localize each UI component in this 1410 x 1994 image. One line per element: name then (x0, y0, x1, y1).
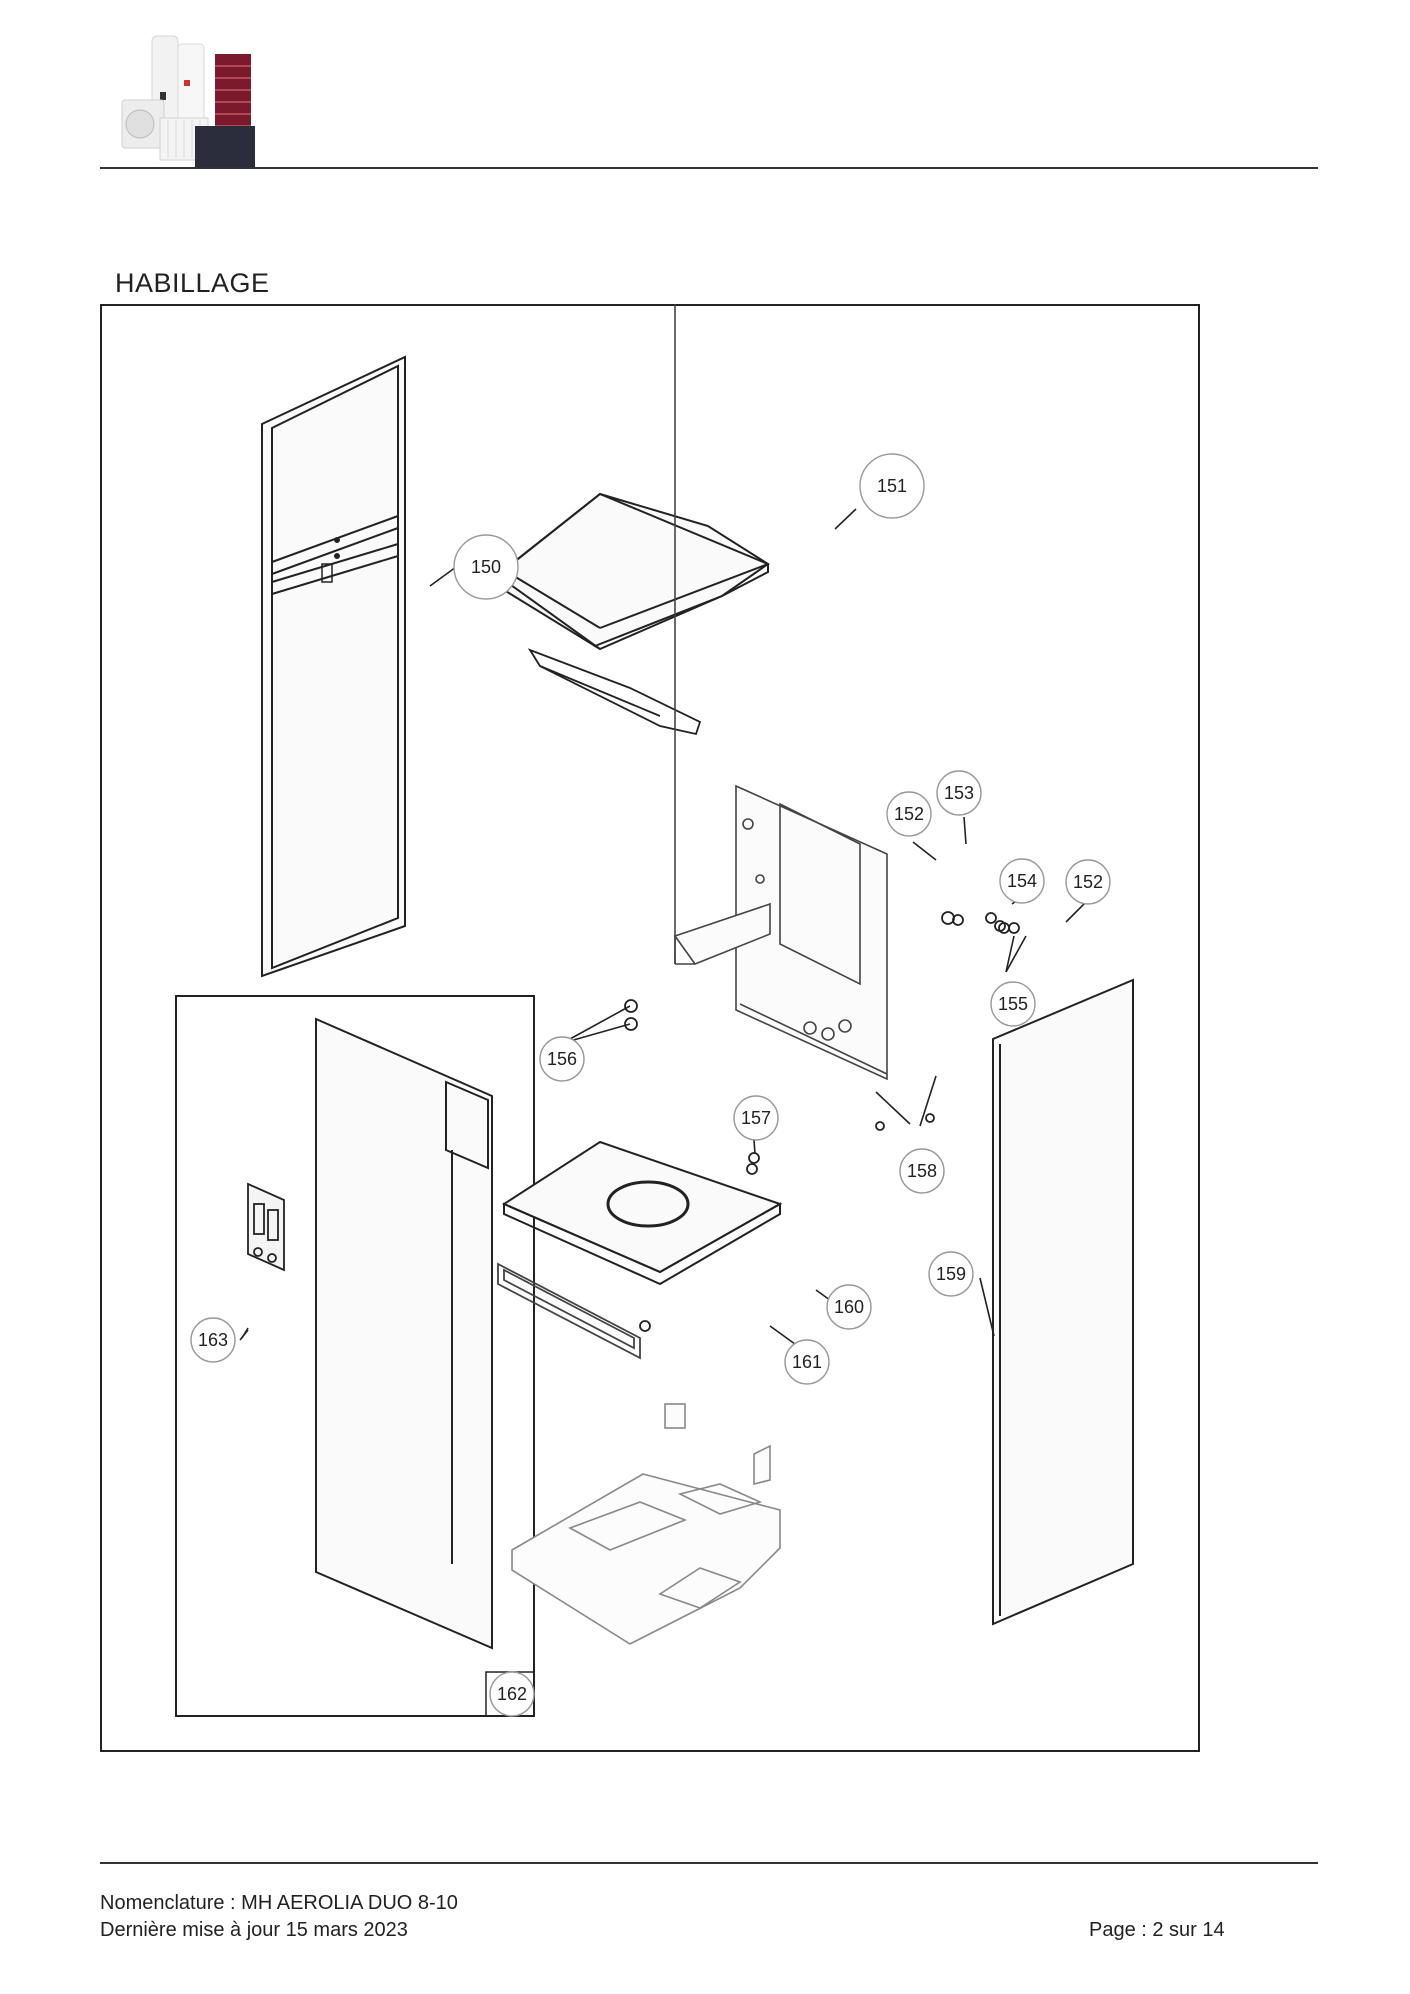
part-150-rear-panel (261, 355, 406, 978)
callout-circle-152b (1065, 859, 1111, 905)
footer-last-updated: Dernière mise à jour 15 mars 2023 (100, 1919, 408, 1941)
callout-circle-155 (990, 981, 1036, 1027)
callout-label-162: 162 (497, 1684, 527, 1704)
footer-divider (100, 1862, 1318, 1864)
callout-label-159: 159 (936, 1264, 966, 1284)
exploded-parts-diagram: 150 151 152 153 154 152 155 156 157 158 … (100, 304, 1200, 1752)
part-front-door (315, 1017, 493, 1650)
callout-circle-157 (733, 1095, 779, 1141)
callout-circle-160 (826, 1284, 872, 1330)
callout-circle-151 (859, 453, 925, 519)
part-163-control-bezel (247, 1182, 285, 1272)
callout-label-156: 156 (547, 1049, 577, 1069)
callout-circle-162 (489, 1671, 535, 1717)
footer-nomenclature: Nomenclature : MH AEROLIA DUO 8-10 (100, 1892, 458, 1914)
callout-circle-153 (936, 770, 982, 816)
callout-circle-161 (784, 1339, 830, 1385)
part-159-side-panel (992, 978, 1134, 1626)
footer-page-number: Page : 2 sur 14 (1089, 1919, 1225, 1941)
callout-circle-159 (928, 1251, 974, 1297)
callout-circle-163 (190, 1317, 236, 1363)
brand-product-collage-logo (100, 30, 275, 170)
callout-label-157: 157 (741, 1108, 771, 1128)
callout-label-152: 152 (894, 804, 924, 824)
part-151-top-cover (503, 492, 770, 651)
callout-label-154: 154 (1007, 871, 1037, 891)
callout-circle-154 (999, 858, 1045, 904)
callout-label-155: 155 (998, 994, 1028, 1014)
callout-label-158: 158 (907, 1161, 937, 1181)
header-divider (100, 167, 1318, 169)
callout-label-160: 160 (834, 1297, 864, 1317)
callout-label-150: 150 (471, 557, 501, 577)
part-bottom-base (511, 1403, 781, 1645)
small-fittings (624, 911, 1020, 1332)
callout-circle-150 (453, 534, 519, 600)
callout-label-163: 163 (198, 1330, 228, 1350)
callout-label-153: 153 (944, 783, 974, 803)
callout-circle-158 (899, 1148, 945, 1194)
section-title: HABILLAGE (115, 268, 270, 298)
callout-circle-156 (539, 1036, 585, 1082)
callout-label-152b: 152 (1073, 872, 1103, 892)
callout-label-161: 161 (792, 1352, 822, 1372)
part-top-bracket (527, 648, 702, 736)
callout-circle-152a (886, 791, 932, 837)
part-161-filter (497, 1262, 641, 1360)
part-160-base-tray (501, 1140, 783, 1286)
callout-label-151: 151 (877, 476, 907, 496)
part-central-chassis (673, 304, 888, 1081)
